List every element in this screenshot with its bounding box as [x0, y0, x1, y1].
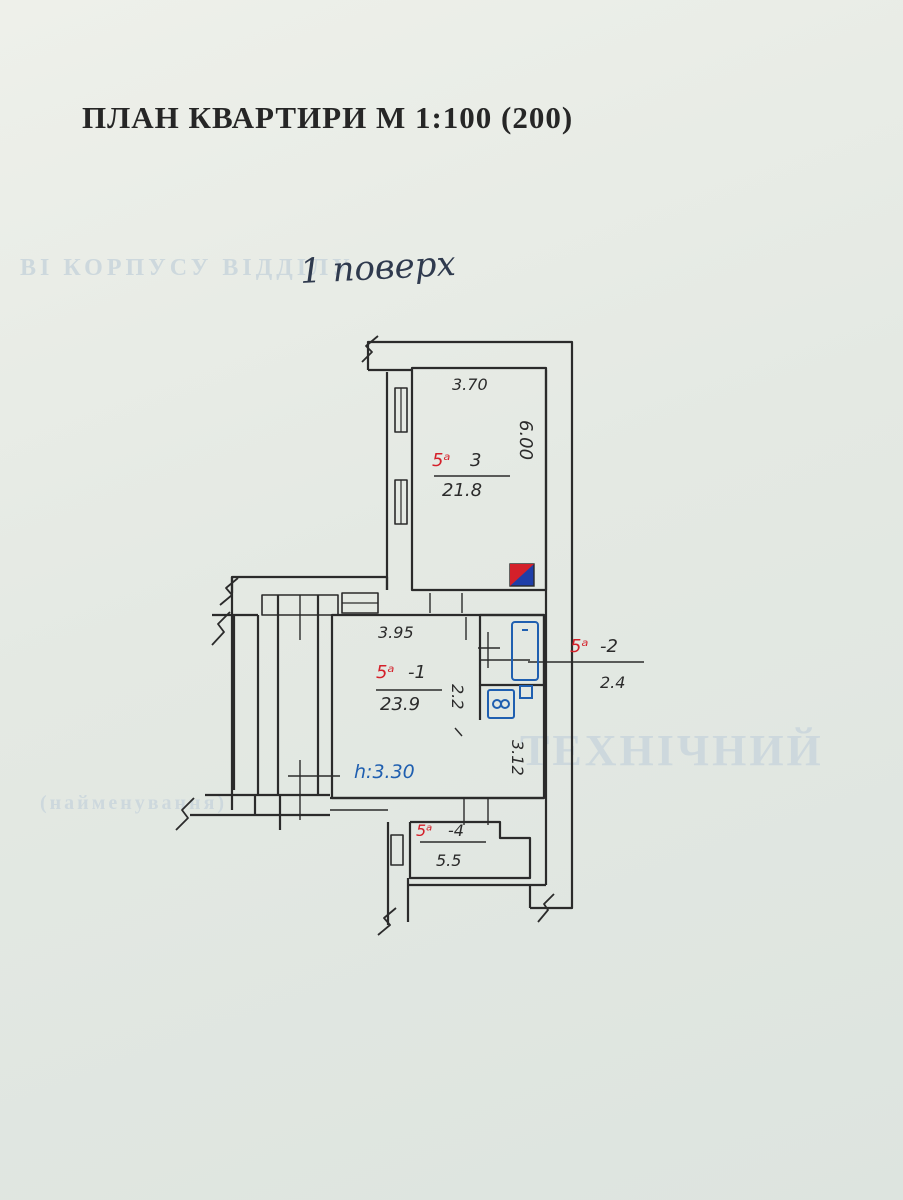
room-2-number: -2 — [600, 636, 618, 657]
ceiling-height: h:3.30 — [354, 761, 415, 783]
sink-icon — [487, 689, 515, 719]
room-2-outline — [478, 613, 546, 687]
page-title: ПЛАН КВАРТИРИ М 1:100 (200) — [82, 100, 574, 135]
room-4-number: -4 — [448, 821, 464, 840]
room-4-area: 5.5 — [436, 851, 461, 870]
room-3-outline — [410, 366, 548, 592]
room-2-area: 2.4 — [600, 673, 625, 692]
room-3-prefix: 5ᵃ — [432, 450, 451, 471]
room-1-width: 3.95 — [378, 623, 414, 642]
window — [390, 834, 404, 866]
room-3-length: 6.00 — [515, 420, 536, 460]
room-4-prefix: 5ᵃ — [416, 821, 432, 840]
room-3-number: 3 — [470, 450, 481, 471]
room-2-prefix: 5ᵃ — [570, 636, 589, 657]
room-4-outline — [408, 820, 532, 880]
bathtub-icon — [511, 621, 539, 681]
room-3-width: 3.70 — [452, 375, 488, 394]
room-1-length: 3.12 — [508, 740, 527, 776]
outer-wall-top — [366, 340, 574, 910]
room-1-prefix: 5ᵃ — [376, 662, 395, 683]
room-1-small-dimension: 2.2 — [448, 684, 467, 709]
room-1-area: 23.9 — [380, 694, 420, 715]
room-1-number: -1 — [408, 662, 426, 683]
stove-icon — [509, 563, 535, 587]
room-3-area: 21.8 — [442, 480, 482, 501]
